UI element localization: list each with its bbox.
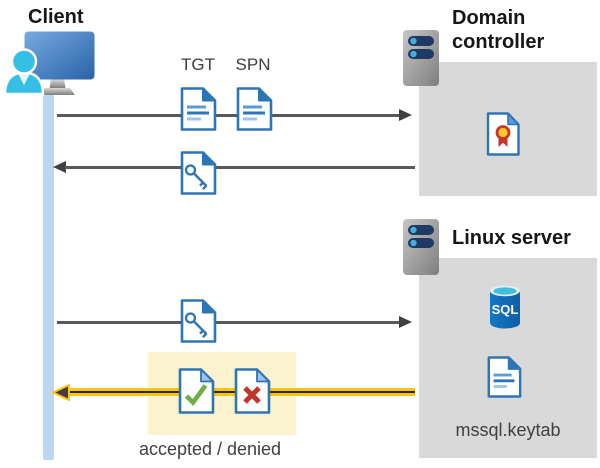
request-arrow-line-1 bbox=[57, 114, 402, 117]
tgt-doc-icon bbox=[180, 87, 217, 131]
sql-badge-text: SQL bbox=[492, 302, 519, 317]
tgt-label: TGT bbox=[181, 55, 215, 74]
spn-label: SPN bbox=[235, 55, 271, 74]
spn-doc-icon bbox=[236, 87, 273, 131]
denied-icon bbox=[234, 368, 271, 414]
request-arrow-head-1 bbox=[399, 109, 412, 121]
result-arrow-head bbox=[52, 384, 70, 401]
certificate-icon bbox=[486, 112, 520, 156]
server-icon bbox=[403, 30, 439, 86]
accepted-denied-label: accepted / denied bbox=[138, 439, 282, 459]
accepted-icon bbox=[178, 368, 215, 414]
server-icon bbox=[403, 219, 439, 275]
keytab-doc-icon bbox=[487, 356, 522, 398]
reply-arrow-line-1 bbox=[65, 166, 415, 169]
reply-arrow-head-1 bbox=[53, 161, 66, 173]
key-ticket-icon bbox=[180, 151, 217, 195]
key-ticket-icon bbox=[180, 299, 217, 343]
request-arrow-line-2 bbox=[57, 321, 402, 324]
monitor-icon bbox=[24, 31, 95, 80]
keytab-label: mssql.keytab bbox=[455, 420, 561, 440]
domain-controller-title: Domain controller bbox=[452, 7, 545, 53]
sql-icon: SQL bbox=[490, 285, 520, 329]
client-icon bbox=[3, 31, 95, 96]
request-arrow-head-2 bbox=[399, 316, 412, 328]
client-title: Client bbox=[28, 6, 84, 28]
linux-server-title: Linux server bbox=[452, 227, 571, 249]
client-timeline-bar bbox=[43, 95, 54, 460]
